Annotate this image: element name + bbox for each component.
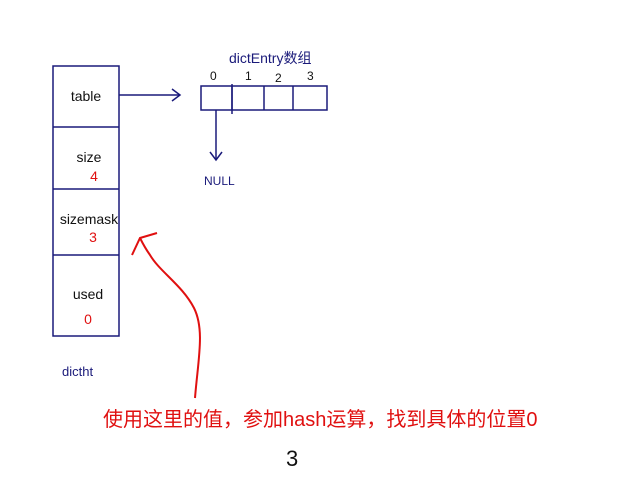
annotation-arrow [139, 237, 201, 399]
field-used-label: used [72, 286, 104, 302]
field-table-label: table [70, 88, 102, 104]
array-index: 3 [307, 69, 314, 83]
annotation-arrowhead [131, 232, 158, 256]
table-pointer-arrowhead [171, 88, 182, 102]
dictht-box [52, 65, 120, 337]
array-index: 2 [275, 71, 282, 85]
field-sizemask-value: 3 [89, 229, 97, 245]
dictht-caption: dictht [62, 364, 94, 379]
array-index: 0 [210, 69, 217, 83]
field-used-value: 0 [84, 311, 92, 327]
field-sizemask-label: sizemask [59, 211, 119, 227]
annotation-text: 使用这里的值，参加hash运算，找到具体的位置0 [103, 409, 538, 431]
array-index: 1 [245, 69, 252, 83]
null-label: NULL [204, 174, 235, 188]
page-number: 3 [286, 446, 299, 471]
array-title: dictEntry数组 [229, 50, 312, 66]
null-pointer-arrowhead [209, 151, 223, 162]
field-size-label: size [76, 149, 102, 165]
field-size-value: 4 [90, 168, 98, 184]
